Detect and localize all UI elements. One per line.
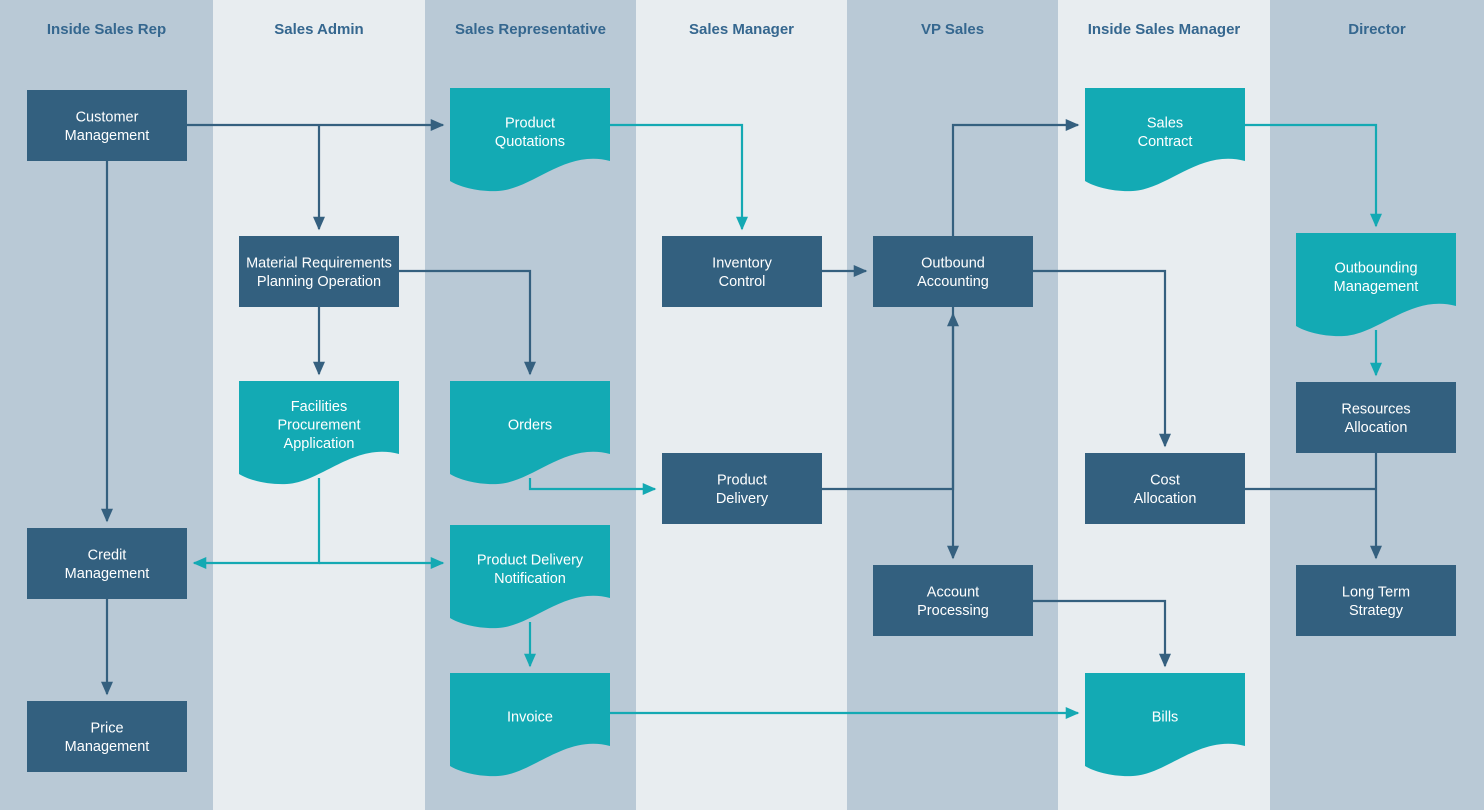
lane-sales-manager[interactable] bbox=[636, 0, 847, 810]
bills-document-shape bbox=[1085, 673, 1245, 777]
conn-account-to-bills[interactable] bbox=[1033, 599, 1172, 668]
account-processing-process-shape bbox=[873, 565, 1033, 636]
sales-contract-document-shape bbox=[1085, 88, 1245, 192]
cost-allocation-process-shape bbox=[1085, 453, 1245, 524]
lane-director-title: Director bbox=[1348, 21, 1406, 38]
conn-outbound-to-cost[interactable] bbox=[1033, 269, 1172, 448]
conn-orders-to-delivery[interactable] bbox=[528, 478, 657, 496]
orders-label: Orders bbox=[508, 418, 552, 434]
inventory-control-process-shape bbox=[662, 236, 822, 307]
lane-inside-sales-manager-title: Inside Sales Manager bbox=[1088, 21, 1241, 38]
long-term-strategy-process-shape bbox=[1296, 565, 1456, 636]
invoice-label: Invoice bbox=[507, 710, 553, 726]
conn-mrp-to-orders[interactable] bbox=[399, 269, 537, 376]
connectors-layer bbox=[100, 118, 1383, 720]
lane-sales-representative-title: Sales Representative bbox=[455, 21, 606, 38]
customer-management-process-shape bbox=[27, 90, 187, 161]
orders-document-shape bbox=[450, 381, 610, 485]
lane-titles-layer: Inside Sales Rep Sales Admin Sales Represe… bbox=[47, 21, 1406, 38]
product-quotations-document-shape bbox=[450, 88, 610, 192]
node-bills[interactable]: Bills bbox=[1085, 673, 1245, 777]
lane-inside-sales-rep-title: Inside Sales Rep bbox=[47, 21, 166, 38]
outbounding-management-document-shape bbox=[1296, 233, 1456, 337]
product-delivery-process-shape bbox=[662, 453, 822, 524]
invoice-document-shape bbox=[450, 673, 610, 777]
conn-outbound-to-contract[interactable] bbox=[951, 118, 1080, 236]
outbound-accounting-process-shape bbox=[873, 236, 1033, 307]
bills-label: Bills bbox=[1152, 710, 1179, 726]
lane-vp-sales-title: VP Sales bbox=[921, 21, 984, 38]
node-invoice[interactable]: Invoice bbox=[450, 673, 610, 777]
price-management-process-shape bbox=[27, 701, 187, 772]
lane-sales-admin-title: Sales Admin bbox=[274, 21, 363, 38]
material-requirements-process-shape bbox=[239, 236, 399, 307]
credit-management-process-shape bbox=[27, 528, 187, 599]
conn-quotations-to-inventory[interactable] bbox=[610, 123, 749, 231]
lane-sales-manager-title: Sales Manager bbox=[689, 21, 794, 38]
product-delivery-notif-document-shape bbox=[450, 525, 610, 629]
resources-allocation-process-shape bbox=[1296, 382, 1456, 453]
node-orders[interactable]: Orders bbox=[450, 381, 610, 485]
facilities-procurement-document-shape bbox=[239, 381, 399, 485]
conn-contract-to-outbounding[interactable] bbox=[1245, 123, 1383, 228]
